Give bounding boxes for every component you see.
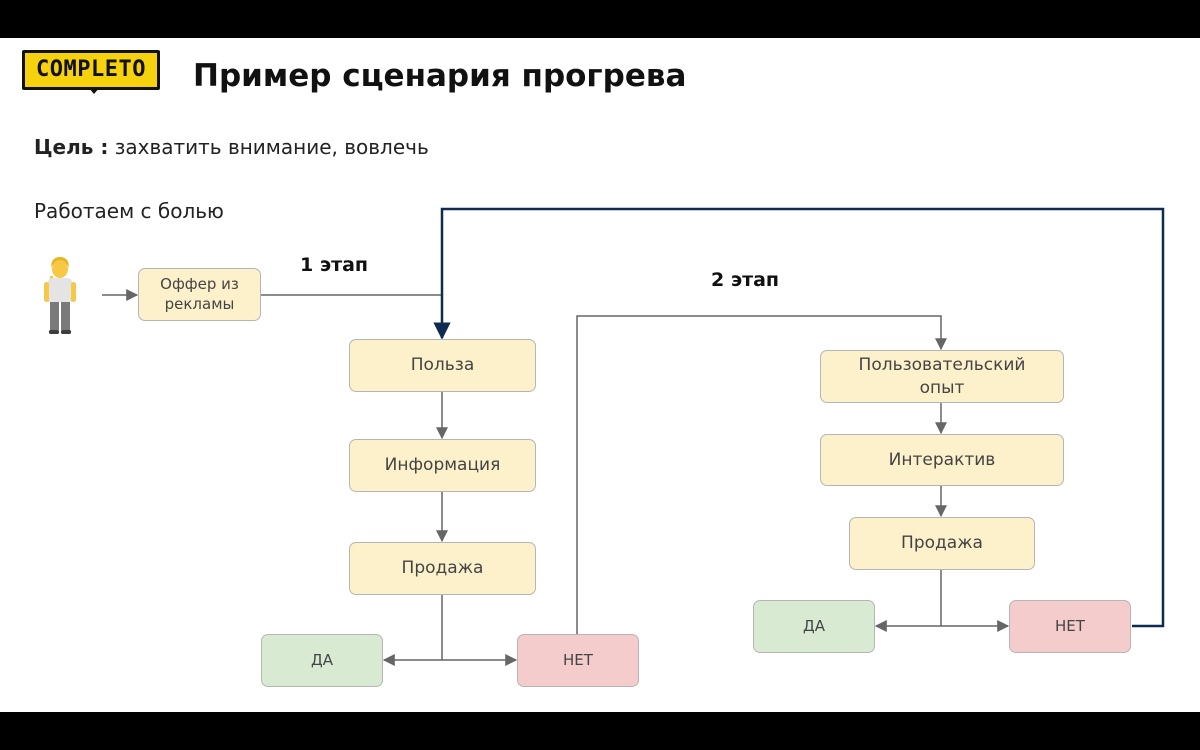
node-offer: Оффер из рекламы xyxy=(138,268,261,321)
page-title: Пример сценария прогрева xyxy=(193,58,687,94)
node-sale-1: Продажа xyxy=(349,542,536,595)
node-no-2: НЕТ xyxy=(1009,600,1131,653)
stage-2-label: 2 этап xyxy=(711,269,780,291)
stage-1-label: 1 этап xyxy=(300,254,369,276)
connector-lines xyxy=(102,207,1165,666)
loop-arrow-no-2-to-benefit xyxy=(433,207,1165,628)
goal-label: Цель : xyxy=(34,135,109,159)
arrow-no-1-to-experience xyxy=(576,315,947,634)
node-no-1: НЕТ xyxy=(517,634,639,687)
completo-logo: COMPLETO xyxy=(22,50,160,94)
goal-text: захватить внимание, вовлечь xyxy=(114,135,429,159)
goal-line: Цель : захватить внимание, вовлечь xyxy=(34,135,429,159)
node-yes-2: ДА xyxy=(753,600,875,653)
node-yes-1: ДА xyxy=(261,634,383,687)
subtitle: Работаем с болью xyxy=(34,199,224,223)
node-benefit: Польза xyxy=(349,339,536,392)
slide: COMPLETO Пример сценария прогрева Цель :… xyxy=(0,38,1200,712)
node-interactive: Интерактив xyxy=(820,434,1064,486)
node-information: Информация xyxy=(349,439,536,492)
logo-text: COMPLETO xyxy=(36,57,146,82)
person-standing-icon xyxy=(44,257,76,334)
node-experience: Пользовательский опыт xyxy=(820,350,1064,403)
node-sale-2: Продажа xyxy=(849,517,1035,570)
